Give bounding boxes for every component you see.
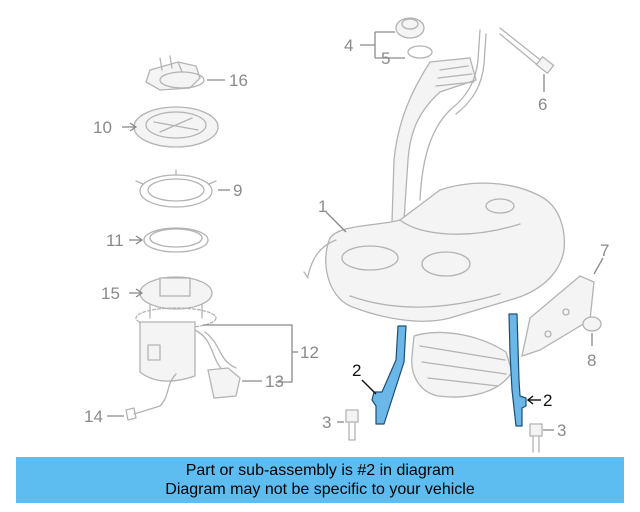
arrow-11 [135,235,144,245]
callout-4: 4 [344,36,353,55]
callout-3-right: 3 [557,421,566,440]
banner-line-2: Diagram may not be specific to your vehi… [165,481,475,498]
bracket-4-5 [360,31,405,59]
callout-16: 16 [229,71,248,90]
callout-8: 8 [587,351,596,370]
callout-15: 15 [101,284,120,303]
part-5-seal-ring [407,45,433,59]
callout-1: 1 [318,197,327,216]
info-banner: Part or sub-assembly is #2 in diagram Di… [16,457,624,503]
callout-3-left: 3 [322,413,331,432]
leader-1 [325,211,347,233]
part-9-retainer [135,169,217,208]
part-8-grommet [582,316,602,332]
part-2-strap-right [508,313,527,427]
callout-13: 13 [265,372,284,391]
callout-2-left: 2 [352,361,361,380]
arrow-10 [129,122,138,132]
callout-10: 10 [93,118,112,137]
part-11-seal [143,227,209,253]
part-13-bracket [207,367,241,399]
part-15-pump-module [135,276,237,382]
bracket-12 [203,324,293,383]
callout-11: 11 [106,231,124,250]
callout-14: 14 [84,407,103,426]
leader-7 [593,257,604,275]
part-4-fuel-cap [395,17,425,39]
part-10-lock-ring [133,106,219,148]
part-16-sensor [145,55,205,91]
arrow-15 [135,288,144,298]
part-3-bolt-left [345,409,359,441]
part-14-connector [125,373,177,421]
callout-9: 9 [233,181,242,200]
part-heat-shield [411,331,513,398]
part-3-bolt-right [529,423,543,453]
arrow-2-right [526,395,534,405]
callout-7: 7 [600,241,609,260]
part-6-vent-line [499,27,555,75]
part-2-strap-left [371,325,407,425]
leader-2-left [361,379,377,395]
callout-12: 12 [300,343,319,362]
callout-5: 5 [381,49,390,68]
callout-2-right: 2 [543,391,552,410]
parts-diagram: 16 10 9 11 15 13 [84,17,609,453]
banner-line-1: Part or sub-assembly is #2 in diagram [185,462,455,479]
part-1-fuel-tank [303,182,566,322]
callout-6: 6 [538,95,547,114]
